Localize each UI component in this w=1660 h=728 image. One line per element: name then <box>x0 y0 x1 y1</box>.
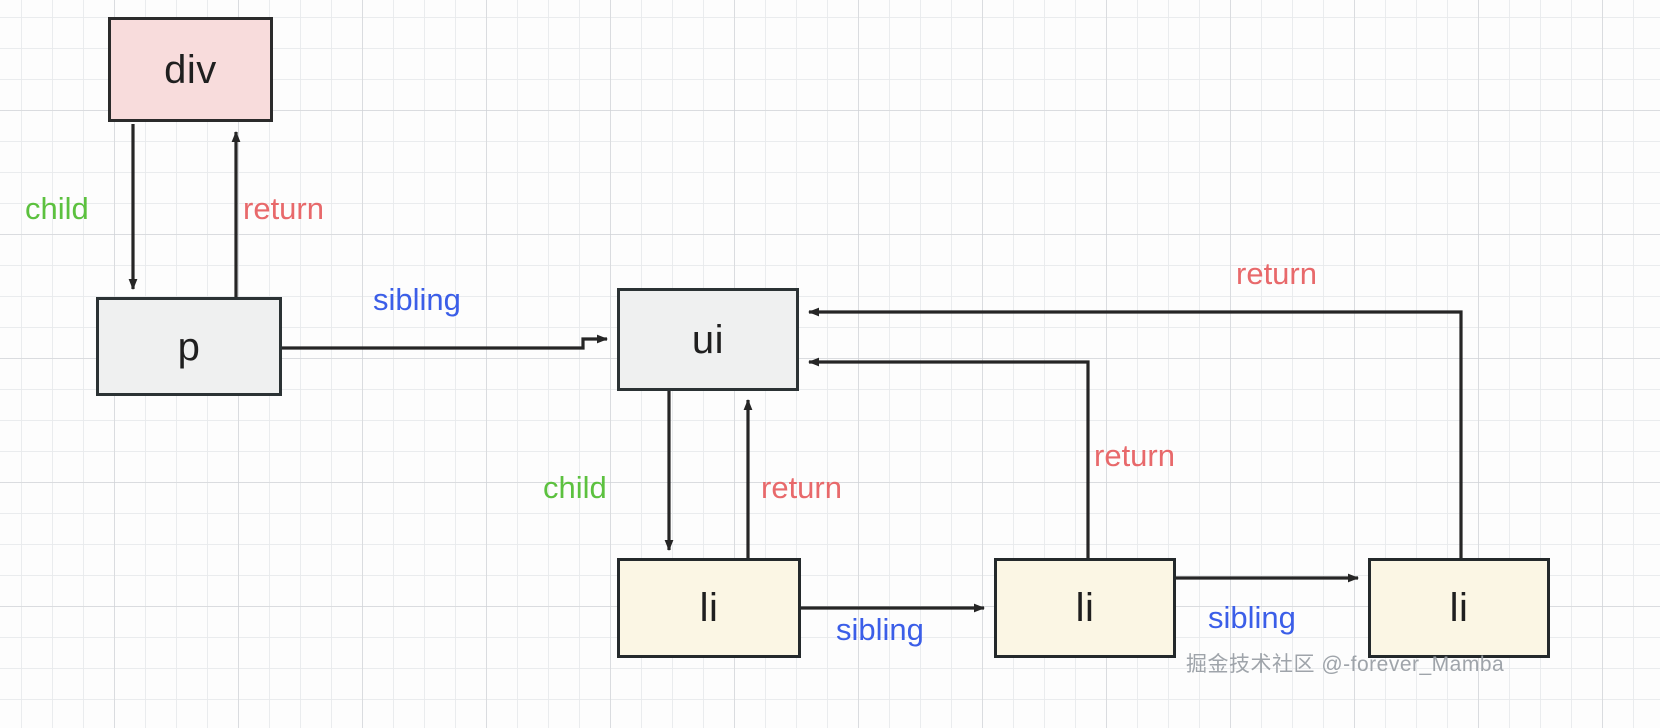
edge-label-child-ui-li1: child <box>543 470 607 505</box>
node-div[interactable]: div <box>108 17 273 122</box>
edge-label-return-li1-ui: return <box>761 470 842 505</box>
node-li-1-label: li <box>699 586 719 630</box>
edge-li3-return-ui <box>808 307 1463 558</box>
node-li-2[interactable]: li <box>994 558 1176 658</box>
node-ui-label: ui <box>691 317 725 362</box>
watermark: 掘金技术社区 @-forever_Mamba <box>1186 653 1505 676</box>
edge-label-return-li2-ui: return <box>1094 438 1175 473</box>
node-li-3[interactable]: li <box>1368 558 1550 658</box>
node-li-1[interactable]: li <box>617 558 801 658</box>
edge-label-return-p-div: return <box>243 191 324 226</box>
edge-label-child-div-p: child <box>25 191 89 226</box>
edge-label-sibling-p-ui: sibling <box>373 282 461 317</box>
node-p[interactable]: p <box>96 297 282 396</box>
node-li-3-label: li <box>1449 586 1469 630</box>
edge-label-return-li3-ui: return <box>1236 256 1317 291</box>
edge-p-sibling-ui <box>282 334 608 350</box>
node-p-label: p <box>177 324 201 369</box>
edge-li2-return-ui <box>808 357 1090 558</box>
node-div-label: div <box>164 47 217 92</box>
node-ui[interactable]: ui <box>617 288 799 391</box>
node-li-2-label: li <box>1075 586 1095 630</box>
edge-label-sibling-li2-li3: sibling <box>1208 600 1296 635</box>
edge-label-sibling-li1-li2: sibling <box>836 612 924 647</box>
